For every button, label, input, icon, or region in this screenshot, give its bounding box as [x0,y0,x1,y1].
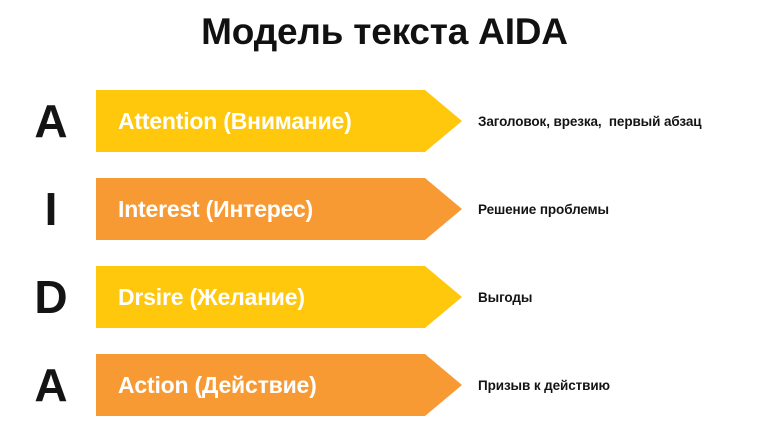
aida-row-desire: D Drsire (Желание) Выгоды [0,266,769,328]
aida-description-action: Призыв к действию [478,377,610,393]
arrow-right-icon [96,90,462,152]
arrow-shape-path [96,178,462,240]
aida-description-desire: Выгоды [478,289,533,305]
arrow-shape-path [96,354,462,416]
aida-letter-i: I [44,183,58,235]
aida-arrow-interest[interactable]: Interest (Интерес) [96,178,462,240]
aida-description-attention: Заголовок, врезка, первый абзац [478,113,702,129]
aida-row-interest: I Interest (Интерес) Решение проблемы [0,178,769,240]
aida-arrow-label-desire: Drsire (Желание) [118,283,305,310]
arrow-shape-path [96,266,462,328]
aida-letter-a1: A [34,95,68,147]
aida-letter-a2: A [34,359,68,411]
aida-row-attention: A Attention (Внимание) Заголовок, врезка… [0,90,769,152]
aida-letter-d: D [34,271,68,323]
aida-arrow-action[interactable]: Action (Действие) [96,354,462,416]
aida-arrow-label-interest: Interest (Интерес) [118,195,313,222]
aida-arrow-attention[interactable]: Attention (Внимание) [96,90,462,152]
arrow-shape-path [96,90,462,152]
aida-arrow-label-action: Action (Действие) [118,371,317,398]
aida-rows-list: A Attention (Внимание) Заголовок, врезка… [0,90,769,416]
aida-row-action: A Action (Действие) Призыв к действию [0,354,769,416]
aida-arrow-desire[interactable]: Drsire (Желание) [96,266,462,328]
arrow-right-icon [96,266,462,328]
arrow-right-icon [96,178,462,240]
aida-description-interest: Решение проблемы [478,201,609,217]
page-title: Модель текста AIDA [201,11,568,52]
arrow-right-icon [96,354,462,416]
aida-arrow-label-attention: Attention (Внимание) [118,107,352,134]
